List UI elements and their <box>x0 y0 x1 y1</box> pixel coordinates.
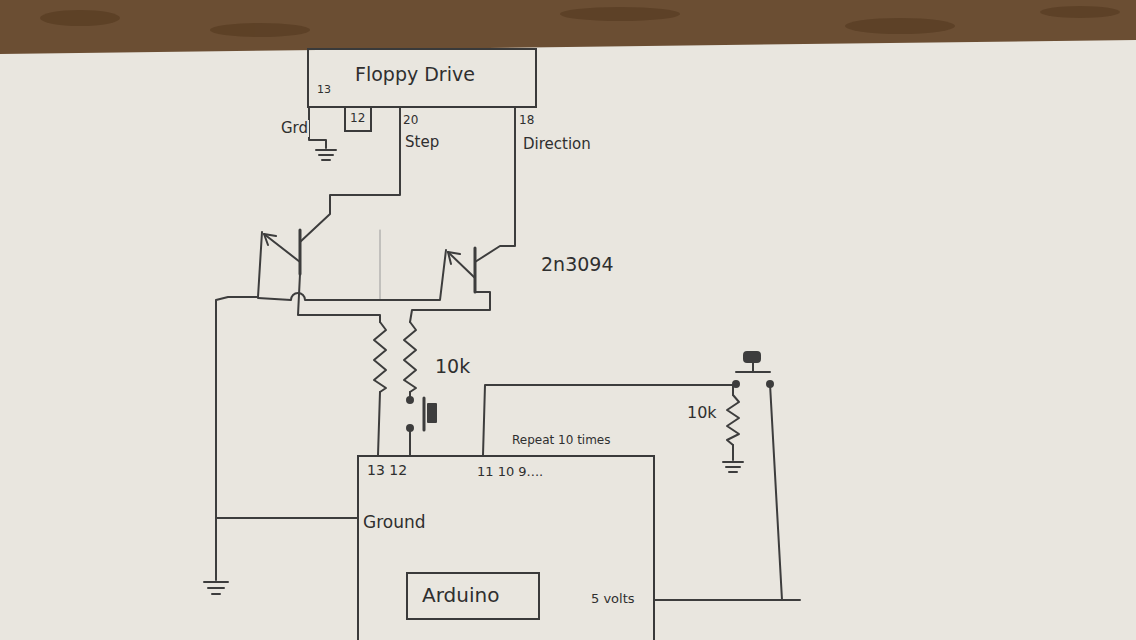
resistor-value: 10k <box>434 356 471 377</box>
transistor-part: 2n3094 <box>540 254 614 275</box>
paper <box>0 40 1136 640</box>
signal-name: Step <box>404 134 440 151</box>
node-text: 12 <box>350 112 365 125</box>
wires <box>204 107 800 600</box>
node-text: Ground <box>363 513 426 532</box>
node-text: 5 volts <box>591 592 635 606</box>
signal-name: Direction <box>522 136 592 153</box>
pin-box: 12 <box>344 106 372 132</box>
arduino-board: 13 12 11 10 9.... Ground 5 volts Arduino <box>357 455 655 640</box>
pin-number: 18 <box>518 114 535 127</box>
arduino-chip: Arduino <box>406 572 540 620</box>
node-text: 13 12 <box>367 463 407 478</box>
node-text: 11 10 9.... <box>477 465 543 479</box>
resistor-value: 10k <box>686 404 718 422</box>
pin-number: 13 <box>316 84 332 96</box>
node-text: Floppy Drive <box>355 64 475 85</box>
pin-name: Grd <box>280 120 309 137</box>
note: Repeat 10 times <box>511 434 612 447</box>
carpet-texture <box>40 6 1120 37</box>
pin-number: 20 <box>402 114 419 127</box>
node-text: Arduino <box>422 584 499 606</box>
floppy-drive-box: Floppy Drive <box>307 48 537 108</box>
